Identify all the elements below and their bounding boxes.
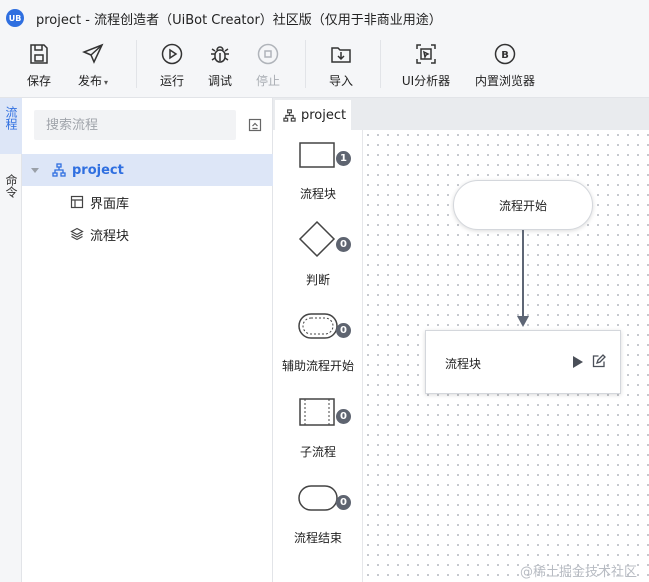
layers-icon (70, 227, 84, 241)
palette-label: 辅助流程开始 (281, 359, 354, 373)
window-title: project - 流程创造者（UiBot Creator）社区版（仅用于非商业… (36, 12, 442, 28)
import-label: 导入 (328, 74, 353, 88)
editor-tab-bar: project (273, 98, 649, 130)
flow-tree-panel: project 界面库 流程块 (22, 98, 273, 582)
paper-plane-icon (82, 43, 104, 64)
toolbar: 保存 发布▾ 运行 调试 停止 导入 UI分析器 B 内置浏览器 (0, 36, 649, 98)
toolbar-divider (136, 40, 137, 88)
run-button[interactable]: 运行 (155, 40, 189, 92)
count-badge: 0 (336, 495, 351, 510)
edit-icon[interactable] (592, 354, 606, 368)
watermark: @稀土掘金技术社区 (520, 565, 638, 580)
import-folder-icon (331, 47, 351, 63)
run-label: 运行 (159, 74, 184, 88)
tree-item-ui-library[interactable]: 界面库 (22, 186, 273, 218)
connector-line[interactable] (522, 230, 524, 320)
import-button[interactable]: 导入 (324, 40, 358, 92)
side-tabs: 流程 命令 (0, 98, 22, 582)
collapse-all-icon[interactable] (248, 118, 262, 132)
debug-label: 调试 (207, 74, 232, 88)
chevron-down-icon: ▾ (104, 78, 109, 87)
tree-item-flow-block[interactable]: 流程块 (22, 218, 273, 250)
ui-analyzer-icon (416, 44, 436, 64)
app-logo-icon: UB (6, 9, 24, 27)
palette-label: 流程块 (299, 187, 336, 201)
diamond-icon (298, 220, 336, 258)
tree-root-label: project (72, 162, 124, 178)
tree-item-project[interactable]: project (22, 154, 273, 186)
publish-button[interactable]: 发布▾ (70, 40, 116, 92)
tab-command-label: 命令 (4, 174, 18, 198)
dashed-pill-icon (298, 313, 338, 339)
debug-button[interactable]: 调试 (203, 40, 237, 92)
stop-label: 停止 (255, 74, 280, 88)
palette-label: 流程结束 (293, 531, 342, 545)
subflow-icon (299, 398, 335, 426)
flow-block-label: 流程块 (445, 357, 482, 371)
count-badge: 0 (336, 323, 351, 338)
publish-label: 发布 (77, 74, 102, 88)
flow-editor: project 1 流程块 0 判断 0 辅助流程开始 0 子流程 0 流程结束 (273, 98, 649, 582)
svg-text:B: B (501, 50, 509, 61)
palette-item-aux-start[interactable]: 0 辅助流程开始 (273, 302, 363, 388)
count-badge: 0 (336, 409, 351, 424)
tab-flow-label: 流程 (4, 106, 18, 130)
palette-item-decision[interactable]: 0 判断 (273, 216, 363, 302)
builtin-browser-label: 内置浏览器 (474, 74, 535, 88)
save-button[interactable]: 保存 (20, 40, 58, 92)
stop-button[interactable]: 停止 (251, 40, 285, 92)
save-label: 保存 (26, 74, 51, 88)
search-flow-input[interactable] (34, 110, 236, 140)
ui-library-icon (70, 195, 84, 209)
palette-item-subflow[interactable]: 0 子流程 (273, 388, 363, 474)
tree-item-label: 界面库 (90, 196, 130, 212)
ui-analyzer-button[interactable]: UI分析器 (398, 40, 454, 92)
stop-circle-icon (257, 43, 279, 65)
flow-block-node[interactable]: 流程块 (425, 330, 621, 394)
save-icon (30, 44, 48, 64)
play-circle-icon (161, 43, 183, 65)
rectangle-icon (299, 142, 335, 168)
tab-project[interactable]: project (275, 100, 351, 130)
sitemap-icon (283, 108, 296, 122)
count-badge: 1 (336, 151, 351, 166)
palette-label: 判断 (305, 273, 330, 287)
browser-b-icon: B (494, 43, 516, 65)
arrow-head (517, 316, 529, 327)
palette-item-flow-end[interactable]: 0 流程结束 (273, 474, 363, 560)
caret-down-icon[interactable] (30, 165, 40, 175)
toolbar-divider (380, 40, 381, 88)
start-node[interactable]: 流程开始 (453, 180, 593, 230)
title-bar: UB project - 流程创造者（UiBot Creator）社区版（仅用于… (0, 0, 649, 36)
component-palette: 1 流程块 0 判断 0 辅助流程开始 0 子流程 0 流程结束 (273, 130, 363, 582)
builtin-browser-button[interactable]: B 内置浏览器 (472, 40, 538, 92)
sitemap-icon (52, 163, 66, 177)
bug-icon (211, 46, 229, 63)
tab-flow[interactable]: 流程 (0, 98, 22, 154)
tab-command[interactable]: 命令 (0, 166, 22, 222)
palette-item-flow-block[interactable]: 1 流程块 (273, 130, 363, 216)
play-icon[interactable] (572, 355, 584, 369)
tree-item-label: 流程块 (90, 228, 130, 244)
palette-label: 子流程 (299, 445, 336, 459)
flow-canvas[interactable]: 流程开始 流程块 (363, 130, 649, 582)
tab-project-label: project (301, 107, 347, 123)
ui-analyzer-label: UI分析器 (401, 74, 451, 88)
count-badge: 0 (336, 237, 351, 252)
toolbar-divider (305, 40, 306, 88)
pill-icon (298, 485, 338, 511)
